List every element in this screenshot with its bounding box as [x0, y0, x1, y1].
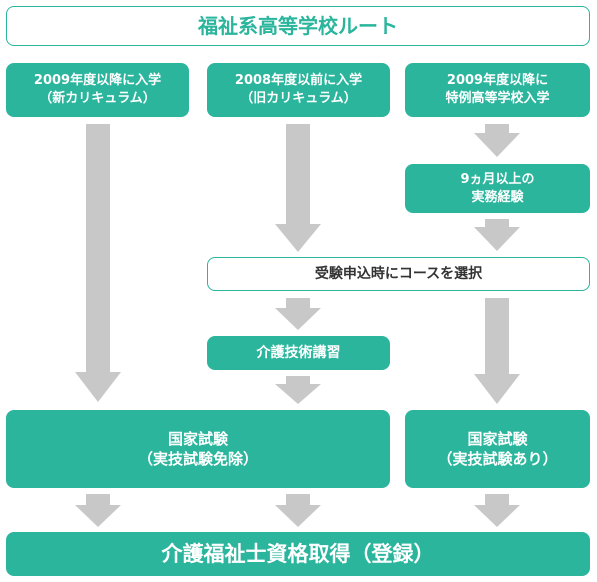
arrow-head [474, 505, 520, 527]
exam-exempt-line2: （実技試験免除） [137, 450, 258, 468]
arrow-shaft [485, 124, 509, 133]
arrow-head [275, 384, 321, 404]
route-old-curriculum: 2008年度以前に入学 （旧カリキュラム） [207, 63, 390, 117]
exam-exempt-line1: 国家試験 [167, 429, 228, 448]
exam-practical-box: 国家試験 （実技試験あり） [405, 410, 590, 488]
arrow-head [275, 505, 321, 527]
care-training-text: 介護技術講習 [256, 344, 341, 361]
route-old-curriculum-line2: （旧カリキュラム） [240, 91, 357, 106]
route-old-curriculum-line1: 2008年度以前に入学 [234, 73, 363, 89]
arrow-exam-practical-to-final [474, 494, 520, 527]
course-selection-box: 受験申込時にコースを選択 [207, 257, 590, 291]
arrow-shaft [86, 494, 110, 505]
arrow-special-to-experience [474, 124, 520, 157]
route-special-school: 2009年度以降に 特例高等学校入学 [405, 63, 590, 117]
care-training-box: 介護技術講習 [207, 336, 390, 370]
arrow-shaft [286, 494, 310, 505]
arrow-head [275, 308, 321, 330]
arrow-head [474, 374, 520, 404]
arrow-shaft [485, 219, 509, 227]
route-new-curriculum-line2: （新カリキュラム） [39, 91, 156, 106]
arrow-head [474, 227, 520, 251]
arrow-shaft [286, 376, 310, 384]
arrow-head [75, 372, 121, 402]
arrow-shaft [86, 124, 110, 372]
certification-text: 介護福祉士資格取得（登録） [161, 541, 435, 566]
arrow-exam-left-to-final [75, 494, 121, 527]
exam-practical-line1: 国家試験 [467, 429, 528, 448]
route-special-school-line1: 2009年度以降に [446, 73, 549, 89]
arrow-exam-mid-to-final [275, 494, 321, 527]
arrow-head [275, 224, 321, 252]
route-title: 福祉系高等学校ルート [6, 6, 590, 46]
route-new-curriculum: 2009年度以降に入学 （新カリキュラム） [6, 63, 189, 117]
arrow-old-to-course [275, 124, 321, 252]
certification-box: 介護福祉士資格取得（登録） [6, 532, 590, 576]
arrow-course-to-exam-practical [474, 298, 520, 404]
arrow-shaft [485, 494, 509, 505]
arrow-experience-to-course [474, 219, 520, 251]
arrow-shaft [485, 298, 509, 374]
arrow-new-to-exam [75, 124, 121, 402]
exam-practical-line2: （実技試験あり） [437, 450, 558, 468]
arrow-shaft [286, 124, 310, 224]
route-title-text: 福祉系高等学校ルート [198, 13, 398, 38]
route-special-school-line2: 特例高等学校入学 [445, 91, 550, 106]
work-experience-line2: 実務経験 [471, 189, 524, 205]
route-new-curriculum-line1: 2009年度以降に入学 [33, 73, 162, 89]
work-experience-box: 9ヵ月以上の 実務経験 [405, 164, 590, 213]
arrow-head [75, 505, 121, 527]
arrow-shaft [286, 298, 310, 308]
arrow-training-to-exam [275, 376, 321, 404]
arrow-course-to-training [275, 298, 321, 330]
exam-exempt-box: 国家試験 （実技試験免除） [6, 410, 390, 488]
course-selection-text: 受験申込時にコースを選択 [314, 265, 483, 282]
arrow-head [474, 133, 520, 157]
work-experience-line1: 9ヵ月以上の [460, 171, 535, 187]
